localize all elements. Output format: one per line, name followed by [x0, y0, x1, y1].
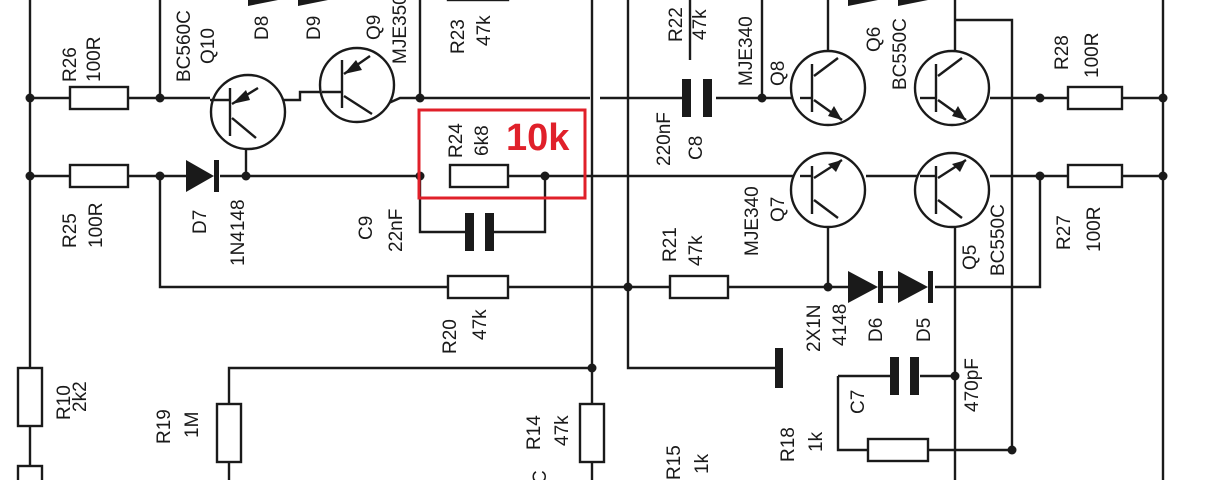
transistor-q6 [913, 49, 991, 127]
capacitor-c9-plate-a [465, 213, 474, 251]
label-r28-name: R28 [1052, 35, 1073, 70]
label-r22-value: 47k [690, 9, 711, 40]
label-r21-name: R21 [660, 227, 681, 262]
resistor-r14 [578, 402, 606, 464]
label-r23-value: 47k [474, 15, 495, 46]
label-c8-name: C8 [686, 136, 707, 160]
label-c8-value: 220nF [654, 112, 675, 166]
label-q5-type: BC550C [988, 204, 1009, 276]
diode-d7 [186, 160, 214, 192]
label-d5: D5 [914, 318, 935, 342]
capacitor-c8-plate-a [682, 79, 691, 117]
resistor-r25 [68, 163, 130, 189]
capacitors [465, 79, 919, 395]
diode-d8 [248, 0, 278, 6]
label-q5-name: Q5 [960, 245, 981, 270]
label-r19-name: R19 [154, 409, 175, 444]
transistor-q7 [789, 151, 867, 229]
label-d8: D8 [252, 16, 273, 40]
transistor-q9 [318, 46, 396, 124]
capacitor-c7-plate-b [910, 357, 919, 395]
label-r24-name: R24 [446, 123, 467, 158]
label-r28-value: 100R [1082, 33, 1103, 78]
resistor-r20 [446, 274, 510, 300]
label-q6-name: Q6 [864, 27, 885, 52]
capacitor-c9-plate-b [485, 213, 494, 251]
label-r14-value: 47k [552, 415, 573, 446]
label-r24-value: 6k8 [472, 125, 493, 156]
resistor-r28 [1066, 85, 1124, 111]
transistor-q5 [913, 151, 991, 229]
label-r19-value: 1M [182, 412, 203, 438]
label-r23-name: R23 [448, 19, 469, 54]
label-q10-type: BC560C [174, 10, 195, 82]
label-d6: D6 [866, 318, 887, 342]
highlight-box-r24 [417, 108, 587, 200]
label-c9-value: 22nF [386, 209, 407, 252]
label-d7-name: D7 [190, 210, 211, 234]
label-q7-name: Q7 [768, 197, 789, 222]
annotation-10k: 10k [506, 117, 570, 159]
label-c-partial: C [530, 470, 551, 480]
label-r27-name: R27 [1054, 215, 1075, 250]
resistors [16, 0, 1124, 480]
resistor-r10 [16, 366, 44, 428]
label-r15-name: R15 [664, 445, 685, 480]
label-diodes-type: 2X1N [804, 304, 825, 352]
capacitor-c8-plate-b [703, 79, 712, 117]
label-c7-value: 470pF [962, 358, 983, 412]
diodes [186, 0, 933, 303]
label-r25-value: 100R [86, 203, 107, 248]
resistor-r18 [866, 437, 930, 463]
label-q10-name: Q10 [198, 28, 219, 64]
label-q8-name: Q8 [768, 61, 789, 86]
transistor-q8 [789, 49, 867, 127]
label-r20-value: 47k [470, 309, 491, 340]
diode-d5 [898, 271, 928, 303]
label-r25-name: R25 [60, 213, 81, 248]
label-d9: D9 [304, 16, 325, 40]
resistor-r10b [16, 464, 44, 480]
label-q9-name: Q9 [364, 15, 385, 40]
label-q9-type: MJE350 [390, 0, 411, 64]
capacitor-open-plate [775, 348, 783, 388]
component-labels: R26 100R BC560C Q10 D8 D9 Q9 MJE350 R23 … [54, 0, 1105, 480]
resistor-r19 [215, 402, 243, 464]
capacitor-c7-plate-a [890, 357, 899, 395]
label-q6-type: BC550C [890, 18, 911, 90]
label-c7-name: C7 [848, 390, 869, 414]
label-r27-value: 100R [1084, 207, 1105, 252]
diode-top-right-b [898, 0, 928, 6]
label-d7-type: 1N4148 [228, 199, 249, 266]
resistor-r26 [68, 85, 130, 111]
junction-dots [25, 93, 1168, 455]
label-r14-name: R14 [524, 415, 545, 450]
label-r22-name: R22 [666, 7, 687, 42]
diode-d6 [848, 271, 878, 303]
label-r26-value: 100R [84, 37, 105, 82]
label-r18-name: R18 [778, 427, 799, 462]
label-r18-value: 1k [806, 431, 827, 452]
diode-top-right-a [848, 0, 878, 6]
label-r26-name: R26 [60, 47, 81, 82]
label-q7-type: MJE340 [742, 186, 763, 256]
diode-d9 [298, 0, 328, 6]
transistor-q10 [209, 73, 287, 151]
resistor-r21 [668, 274, 730, 300]
label-r20-name: R20 [440, 319, 461, 354]
label-c9-name: C9 [356, 216, 377, 240]
label-r15-value: 1k [692, 453, 713, 474]
resistor-r27 [1066, 163, 1124, 189]
resistor-r24 [448, 163, 510, 189]
transistors [209, 46, 991, 229]
label-q8-type: MJE340 [736, 16, 757, 86]
label-r10-name: R10 [54, 385, 75, 420]
label-diodes-type-b: 4148 [830, 304, 851, 346]
label-r10-value: 2k2 [70, 381, 91, 412]
label-r21-value: 47k [686, 235, 707, 266]
